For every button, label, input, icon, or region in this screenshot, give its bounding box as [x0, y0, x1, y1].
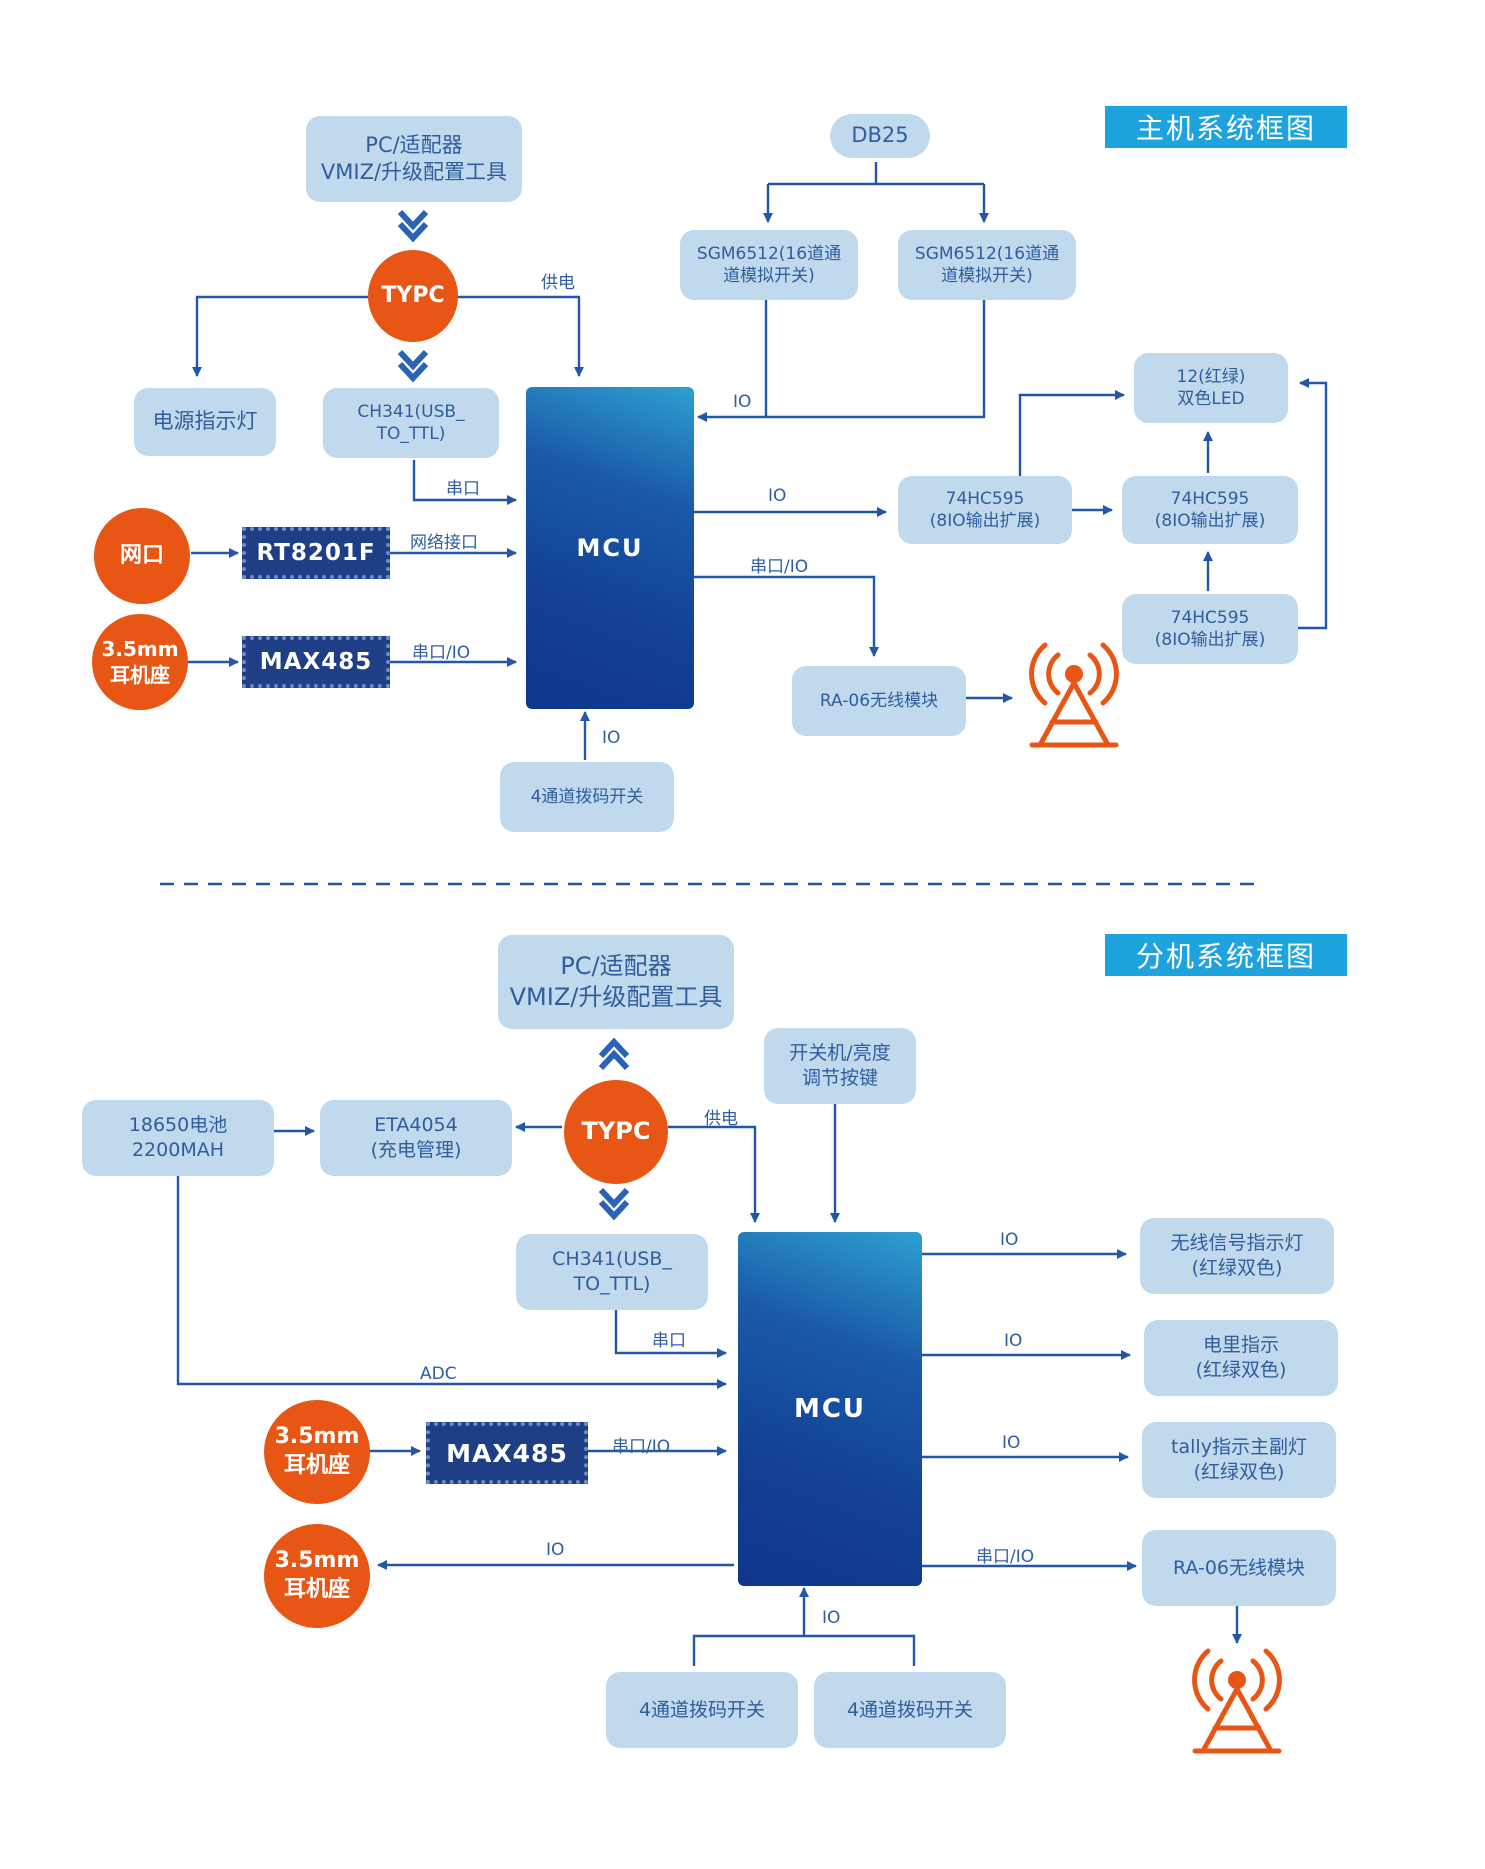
slave-ra-serial-io-label: 串口/IO	[976, 1547, 1035, 1567]
up-chevron-icon	[598, 1037, 630, 1071]
slave-tally-led-box: tally指示主副灯 (红绿双色)	[1142, 1422, 1336, 1498]
slave-dip-io-label: IO	[822, 1608, 841, 1628]
host-ch341-box: CH341(USB_ TO_TTL)	[323, 388, 499, 458]
host-ra06-module-box: RA-06无线模块	[792, 666, 966, 736]
host-power-led-box: 电源指示灯	[134, 388, 276, 456]
host-74hc595-b-box: 74HC595 (8IO输出扩展)	[1122, 476, 1298, 544]
host-3.5mm-jack: 3.5mm 耳机座	[92, 614, 188, 710]
host-74hc595-a-box: 74HC595 (8IO输出扩展)	[898, 476, 1072, 544]
host-mcu-chip: MCU	[526, 387, 694, 709]
slave-ra06-module-box: RA-06无线模块	[1142, 1530, 1336, 1606]
host-74hc595-c-box: 74HC595 (8IO输出扩展)	[1122, 594, 1298, 664]
host-ra-serial-io-label: 串口/IO	[750, 557, 809, 577]
slave-dip-switch-left-box: 4通道拨码开关	[606, 1672, 798, 1748]
slave-typec-port: TYPC	[564, 1080, 668, 1184]
host-diagram-title: 主机系统框图	[1105, 106, 1347, 148]
host-sgm-io-label: IO	[733, 392, 752, 412]
host-typec-port: TYPC	[368, 250, 458, 342]
slave-io3-label: IO	[1002, 1433, 1021, 1453]
slave-eta4054-box: ETA4054 (充电管理)	[320, 1100, 512, 1176]
host-max485-chip: MAX485	[242, 636, 390, 688]
down-chevron-icon	[397, 209, 429, 243]
slave-wireless-led-box: 无线信号指示灯 (红绿双色)	[1140, 1218, 1334, 1294]
slave-max485-chip: MAX485	[426, 1422, 588, 1484]
slave-mcu-chip: MCU	[738, 1232, 922, 1586]
host-bicolor-led-box: 12(红绿) 双色LED	[1134, 353, 1288, 423]
slave-pc-adapter-box: PC/适配器 VMIZ/升级配置工具	[498, 935, 734, 1029]
slave-diagram-title: 分机系统框图	[1105, 934, 1347, 976]
slave-adc-label: ADC	[420, 1364, 457, 1384]
host-power-supply-label: 供电	[541, 273, 575, 293]
antenna-icon	[1029, 642, 1119, 748]
host-network-port: 网口	[94, 508, 190, 604]
host-db25-box: DB25	[830, 114, 930, 158]
host-rt8201f-chip: RT8201F	[242, 527, 390, 579]
host-sgm6512-right-box: SGM6512(16道通 道模拟开关)	[898, 230, 1076, 300]
slave-power-indicator-box: 电里指示 (红绿双色)	[1144, 1320, 1338, 1396]
slave-3.5mm-jack-in: 3.5mm 耳机座	[264, 1400, 370, 1504]
slave-io1-label: IO	[1000, 1230, 1019, 1250]
host-network-interface-label: 网络接口	[410, 533, 478, 553]
antenna-icon	[1192, 1648, 1282, 1754]
slave-dip-switch-right-box: 4通道拨码开关	[814, 1672, 1006, 1748]
slave-serial-label: 串口	[652, 1331, 686, 1351]
host-serial-io-label: 串口/IO	[412, 643, 471, 663]
host-595-io-label: IO	[768, 486, 787, 506]
down-chevron-icon	[397, 349, 429, 383]
down-chevron-icon	[598, 1187, 630, 1221]
slave-io2-label: IO	[1004, 1331, 1023, 1351]
slave-serial-io-label: 串口/IO	[612, 1437, 671, 1457]
slave-battery-box: 18650电池 2200MAH	[82, 1100, 274, 1176]
slave-power-supply-label: 供电	[704, 1109, 738, 1129]
host-pc-adapter-box: PC/适配器 VMIZ/升级配置工具	[306, 116, 522, 202]
slave-switch-key-box: 开关机/亮度 调节按键	[764, 1028, 916, 1104]
slave-jack-io-label: IO	[546, 1540, 565, 1560]
host-dip-io-label: IO	[602, 728, 621, 748]
slave-3.5mm-jack-out: 3.5mm 耳机座	[264, 1524, 370, 1628]
host-dip-switch-box: 4通道拨码开关	[500, 762, 674, 832]
host-serial-label: 串口	[446, 479, 480, 499]
host-sgm6512-left-box: SGM6512(16道通 道模拟开关)	[680, 230, 858, 300]
slave-ch341-box: CH341(USB_ TO_TTL)	[516, 1234, 708, 1310]
